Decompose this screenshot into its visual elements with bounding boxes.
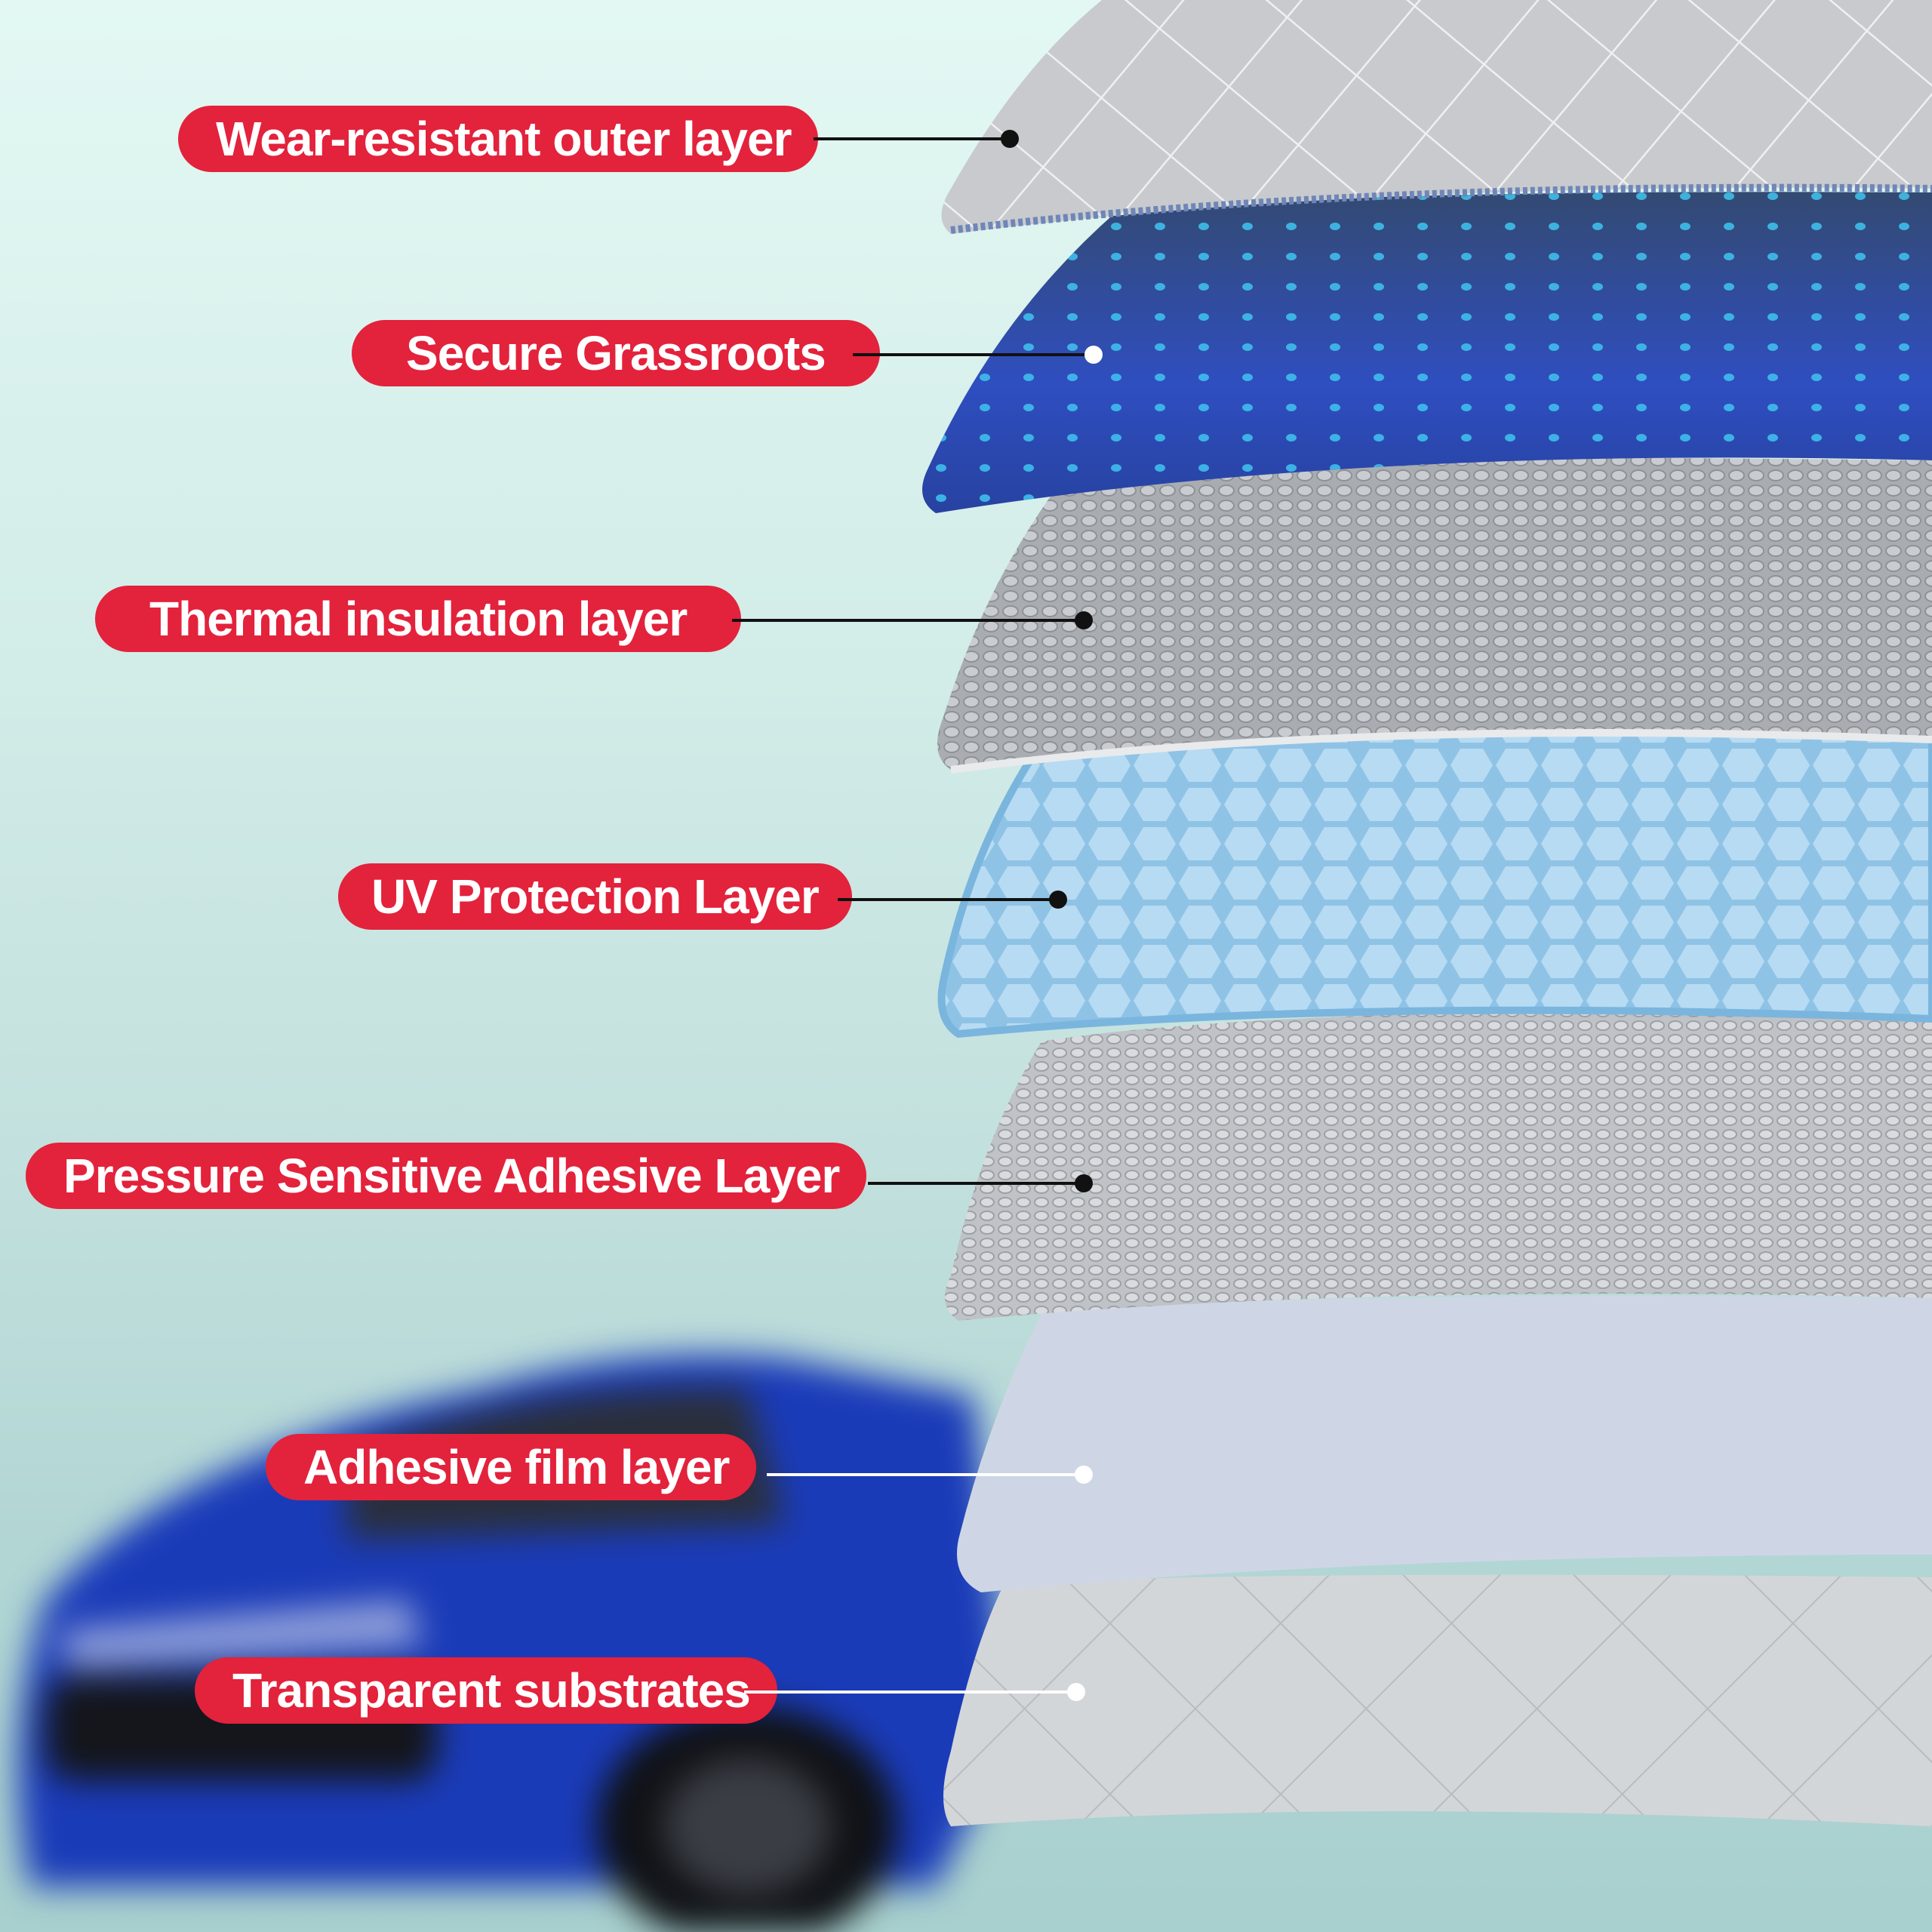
- anchor-dot: [1049, 891, 1067, 909]
- leader-line: [868, 1182, 1087, 1185]
- anchor-dot: [1075, 1466, 1093, 1484]
- leader-line: [838, 898, 1064, 901]
- anchor-dot: [1001, 130, 1019, 148]
- label-pill: Secure Grassroots: [352, 320, 880, 386]
- label-pill: Wear-resistant outer layer: [178, 106, 819, 172]
- label-pill: UV Protection Layer: [338, 863, 852, 930]
- anchor-dot: [1067, 1683, 1085, 1701]
- callout-uv-protection-layer: UV Protection Layer: [338, 863, 852, 930]
- callout-secure-grassroots: Secure Grassroots: [352, 320, 880, 386]
- label-pill: Adhesive film layer: [266, 1434, 757, 1500]
- anchor-dot: [1075, 611, 1093, 629]
- leader-line: [732, 619, 1087, 622]
- anchor-dot: [1084, 346, 1103, 364]
- callout-thermal-insulation-layer: Thermal insulation layer: [95, 586, 742, 652]
- callout-pressure-sensitive-adhesive-layer: Pressure Sensitive Adhesive Layer: [26, 1143, 867, 1209]
- leader-line: [744, 1690, 1076, 1694]
- callout-transparent-substrates: Transparent substrates: [195, 1657, 777, 1724]
- leader-line: [853, 353, 1094, 356]
- label-pill: Transparent substrates: [195, 1657, 777, 1724]
- leader-line: [767, 1473, 1084, 1476]
- label-pill: Pressure Sensitive Adhesive Layer: [26, 1143, 867, 1209]
- blurred-car-image: [18, 1355, 1011, 1932]
- callout-adhesive-film-layer: Adhesive film layer: [266, 1434, 757, 1500]
- leader-line: [814, 137, 1010, 140]
- label-pill: Thermal insulation layer: [95, 586, 742, 652]
- anchor-dot: [1075, 1174, 1093, 1192]
- callout-wear-resistant-outer-layer: Wear-resistant outer layer: [178, 106, 819, 172]
